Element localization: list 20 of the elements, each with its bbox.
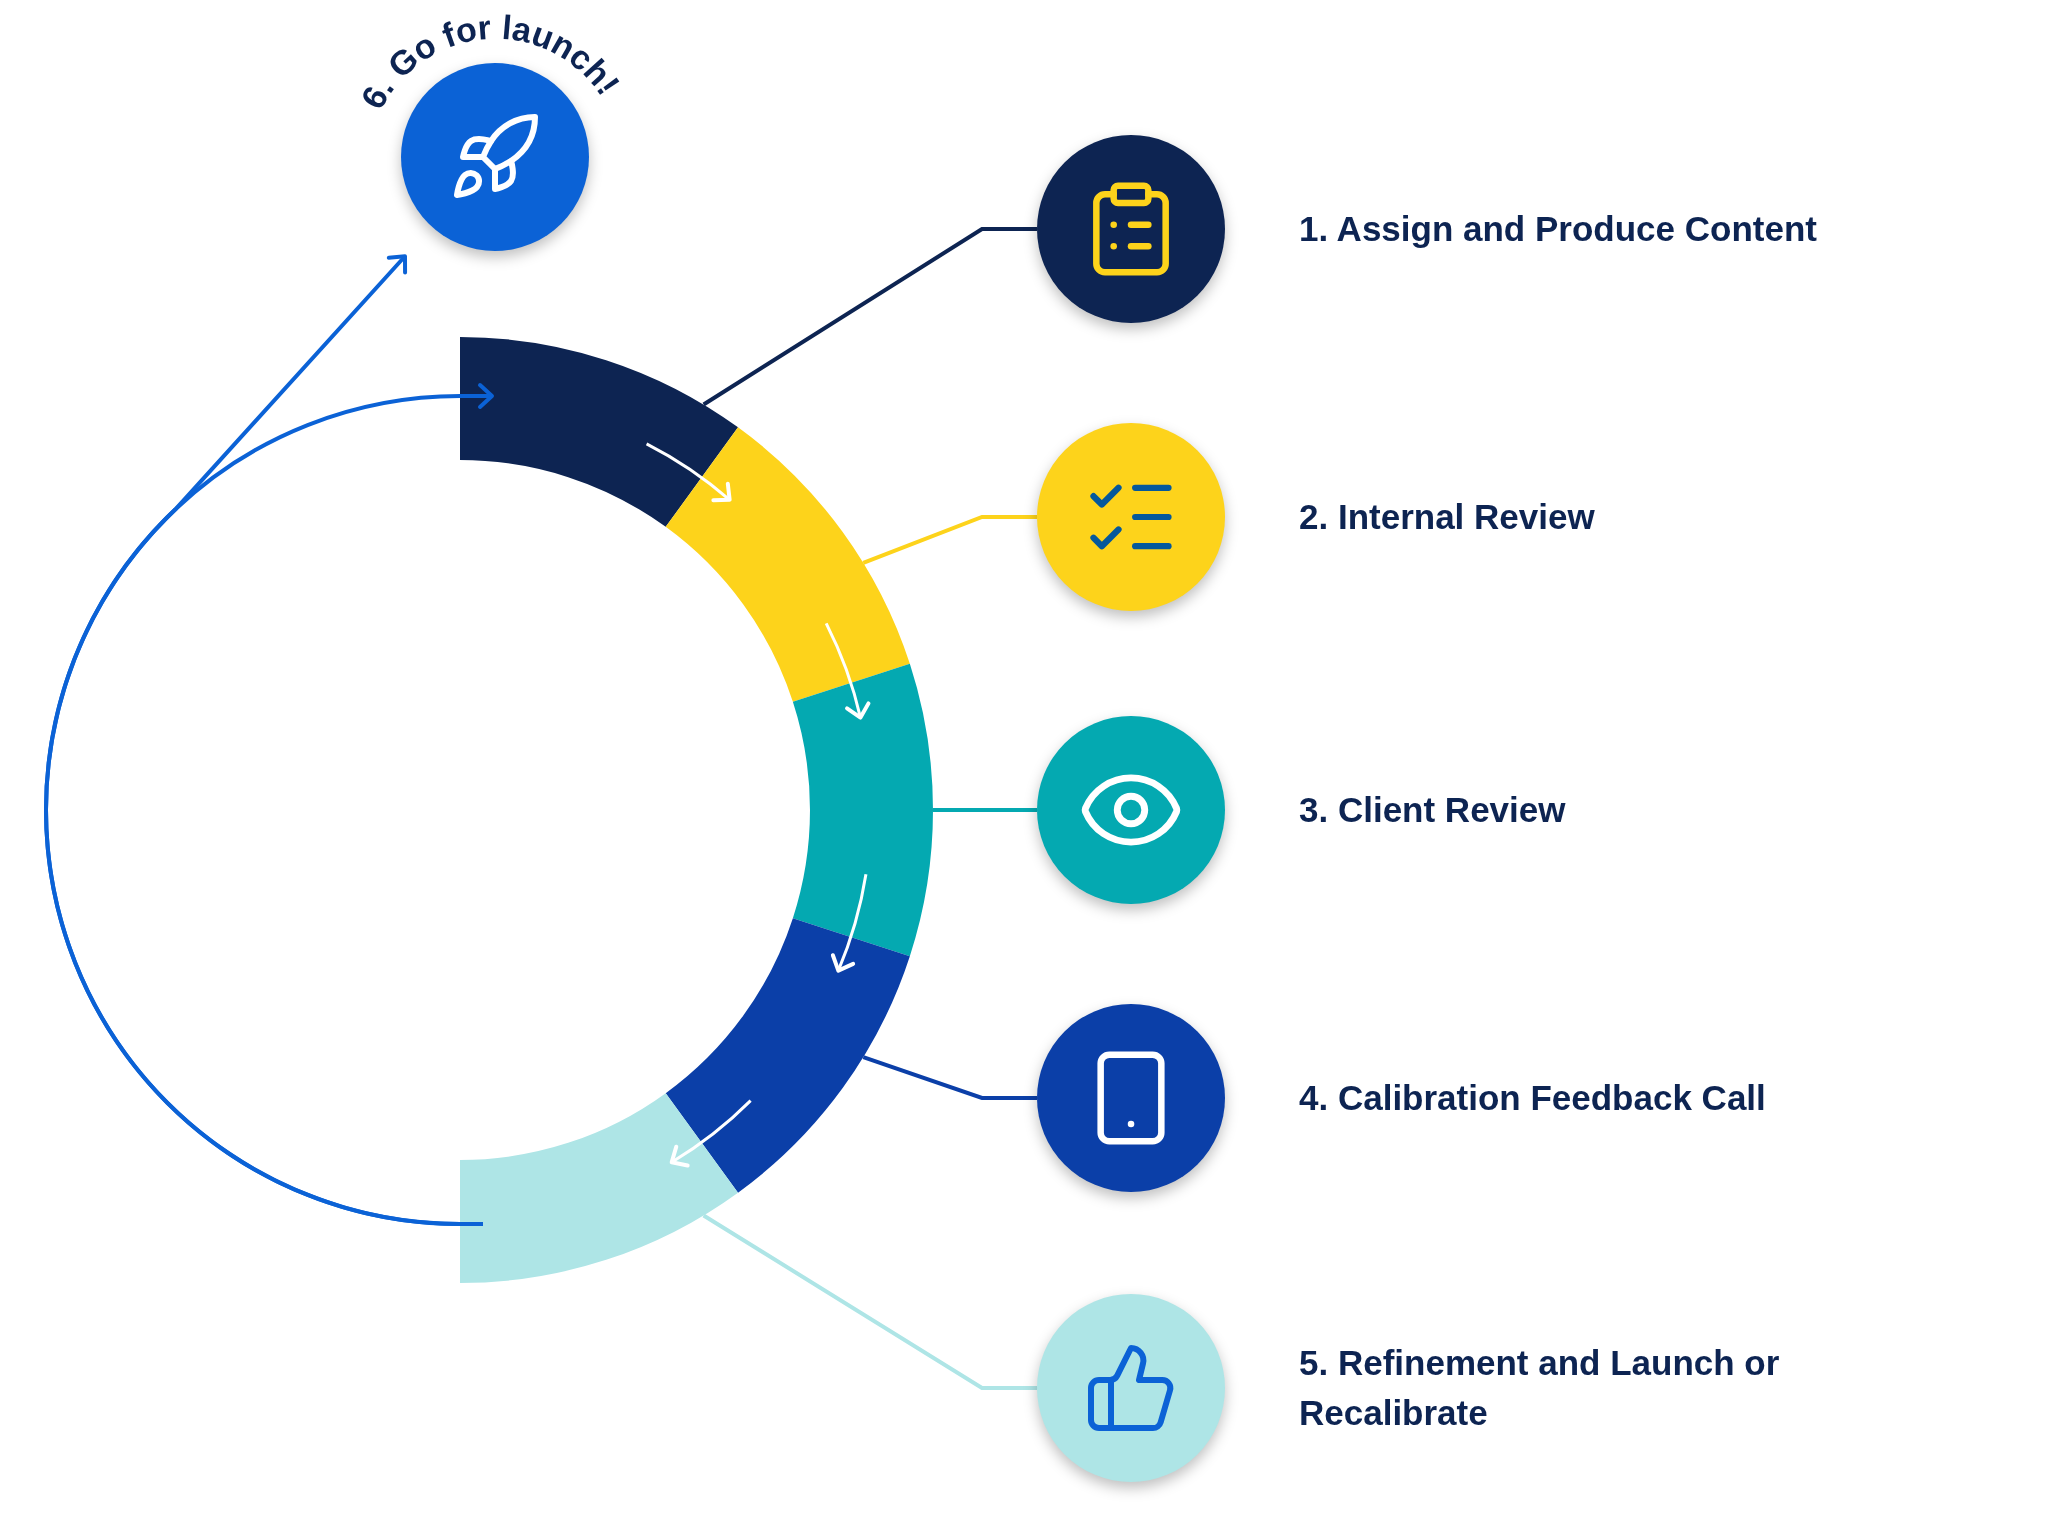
ring-segment xyxy=(460,1093,738,1283)
ring-segment xyxy=(665,427,910,702)
leader-line xyxy=(933,808,1037,812)
step-label: 4. Calibration Feedback Call xyxy=(1299,1077,1767,1119)
leader-line xyxy=(862,1055,1037,1100)
arrow xyxy=(830,874,868,973)
leader-line xyxy=(702,227,1037,407)
ring-segment xyxy=(665,918,910,1193)
leader-line xyxy=(862,515,1037,565)
leader-line xyxy=(702,1213,1037,1390)
ring-segment xyxy=(792,663,933,957)
step-label: 1. Assign and Produce Content xyxy=(1299,208,1818,250)
loop-arrow xyxy=(44,383,494,1226)
arrow xyxy=(824,622,871,720)
step-label: 2. Internal Review xyxy=(1299,496,1596,538)
step-label: 3. Client Review xyxy=(1299,789,1567,831)
arrow xyxy=(669,1099,752,1168)
step-label: 5. Refinement and Launch or Recalibrate xyxy=(1299,1342,1781,1434)
ring-segment xyxy=(460,337,738,527)
arrow xyxy=(645,442,732,503)
